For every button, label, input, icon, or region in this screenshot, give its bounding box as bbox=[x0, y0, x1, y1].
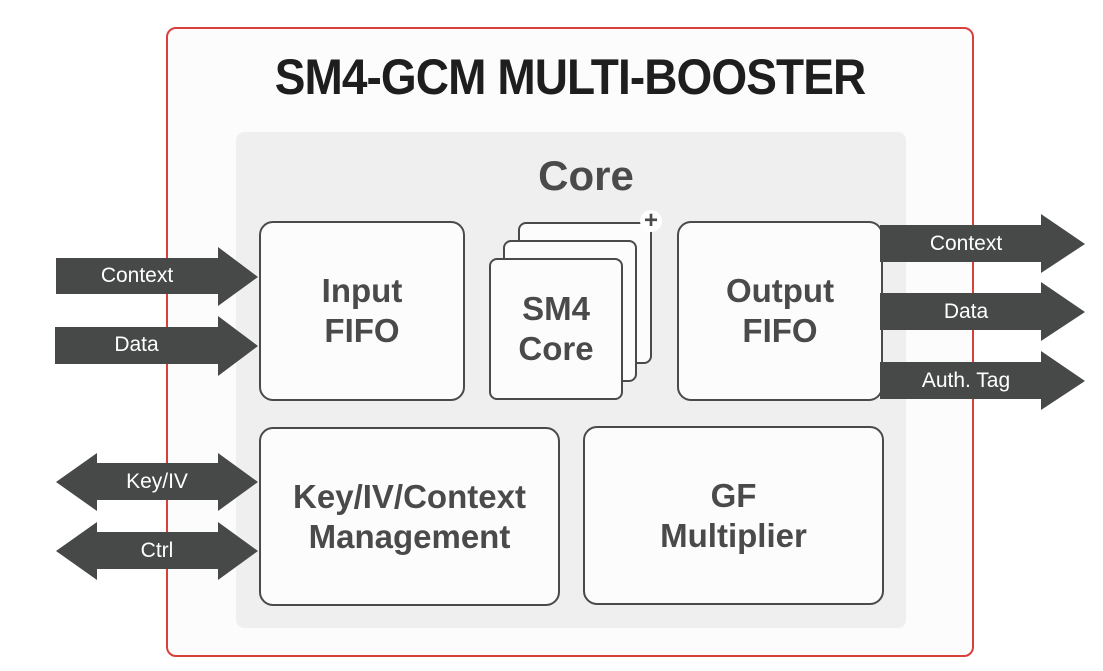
sm4-core-label-line2: Core bbox=[518, 330, 594, 367]
input-fifo-label-line1: Input bbox=[321, 272, 403, 309]
plus-icon: + bbox=[640, 209, 662, 233]
auth-tag-output-label: Auth. Tag bbox=[921, 369, 1011, 392]
output-fifo-label-line1: Output bbox=[725, 272, 835, 309]
input-fifo-block: Input FIFO bbox=[259, 221, 465, 401]
data-output-label: Data bbox=[943, 300, 989, 323]
gf-multiplier-label-line2: Multiplier bbox=[660, 516, 807, 554]
sm4-core-label-line1: SM4 bbox=[522, 290, 590, 327]
context-input-label: Context bbox=[100, 264, 174, 287]
gf-multiplier-label-line1: GF bbox=[710, 476, 757, 514]
gf-multiplier-block: GF Multiplier bbox=[583, 426, 884, 605]
key-mgmt-label-line2: Management bbox=[308, 517, 511, 555]
diagram-title: SM4-GCM MULTI-BOOSTER bbox=[274, 49, 866, 105]
input-fifo-label-line2: FIFO bbox=[324, 312, 400, 349]
sm4-core-block: SM4 Core bbox=[489, 258, 623, 400]
key-iv-label: Key/IV bbox=[126, 470, 188, 493]
data-input-label: Data bbox=[114, 333, 159, 356]
ctrl-label: Ctrl bbox=[140, 539, 174, 562]
key-mgmt-label-line1: Key/IV/Context bbox=[293, 477, 526, 515]
output-fifo-label-line2: FIFO bbox=[742, 312, 818, 349]
key-iv-context-management-block: Key/IV/Context Management bbox=[259, 427, 560, 606]
output-fifo-block: Output FIFO bbox=[677, 221, 883, 401]
context-output-label: Context bbox=[929, 232, 1003, 255]
core-title: Core bbox=[538, 152, 634, 199]
